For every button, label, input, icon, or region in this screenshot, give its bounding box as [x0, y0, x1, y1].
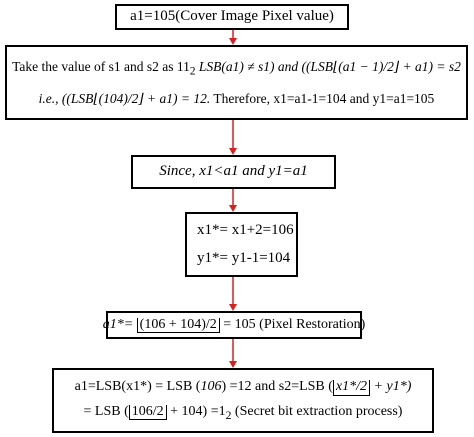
condition-line-2-expr: i.e., ((LSB⌊(104)/2⌋ + a1) = 12.: [38, 90, 211, 106]
since-text: Since, x1<a1 and y1=a1: [159, 163, 308, 180]
x-star-text: x1*= x1+2=106: [197, 222, 294, 239]
restoration-box: a1*= (106 + 104)/2 = 105 (Pixel Restorat…: [103, 311, 365, 339]
y-star-text: y1*= y1-1=104: [197, 249, 291, 266]
arrow-head-2: [229, 148, 237, 155]
condition-line-1-prefix: Take the value of s1 and s2 as 11: [12, 58, 190, 74]
condition-line-2-text: Therefore, x1=a1-1=104 and y1=a1=105: [213, 90, 435, 106]
arrow-head-4: [229, 304, 237, 311]
extraction-line-1: a1=LSB(x1*) = LSB (106) =12 and s2=LSB (…: [74, 379, 412, 396]
extraction-line-1-prefix: a1=LSB(x1*) = LSB (: [74, 379, 201, 395]
arrow-head-3: [229, 205, 237, 212]
condition-line-1-sub: 2: [189, 65, 196, 78]
restoration-floor: (106 + 104)/2: [136, 317, 220, 334]
condition-line-2: i.e., ((LSB⌊(104)/2⌋ + a1) = 12. Therefo…: [39, 91, 435, 107]
extraction-line-1-end: + y1*): [373, 379, 412, 395]
restoration-line: a1*= (106 + 104)/2 = 105 (Pixel Restorat…: [102, 316, 366, 334]
extraction-line-1-mid: ) =12 and s2=LSB (: [221, 379, 333, 395]
since-box: Since, x1<a1 and y1=a1: [131, 155, 336, 189]
extraction-line-2-prefix: = LSB (: [83, 403, 129, 419]
extraction-box: a1=LSB(x1*) = LSB (106) =12 and s2=LSB (…: [52, 368, 434, 433]
condition-line-1-expr: LSB(a1) ≠ s1) and ((LSB⌊(a1 − 1)/2⌋ + a1…: [198, 58, 461, 74]
arrow-head-5: [229, 361, 237, 368]
extraction-line-2: = LSB (106/2 + 104) =12 (Secret bit extr…: [84, 404, 403, 422]
restoration-suffix: = 105 (Pixel Restoration): [223, 316, 366, 332]
extraction-line-2-mid: + 104) =1: [170, 403, 226, 419]
condition-box: Take the value of s1 and s2 as 112 LSB(a…: [5, 45, 468, 120]
connector-arrows: [229, 30, 237, 368]
extraction-line-1-italic: 106: [200, 379, 222, 395]
restoration-prefix: a1*=: [102, 316, 134, 332]
cover-pixel-text: a1=105(Cover Image Pixel value): [130, 8, 334, 25]
arrow-head-1: [229, 38, 237, 45]
extraction-line-2-suffix: (Secret bit extraction process): [234, 403, 403, 419]
extraction-line-2-sub: 2: [225, 408, 232, 422]
extraction-line-2-floor: 106/2: [128, 404, 167, 421]
extraction-line-1-floor: x1*/2: [332, 379, 371, 396]
condition-line-1: Take the value of s1 and s2 as 112 LSB(a…: [12, 59, 461, 79]
cover-pixel-box: a1=105(Cover Image Pixel value): [115, 4, 349, 30]
modified-pixels-box: x1*= x1+2=106 y1*= y1-1=104: [185, 212, 298, 277]
